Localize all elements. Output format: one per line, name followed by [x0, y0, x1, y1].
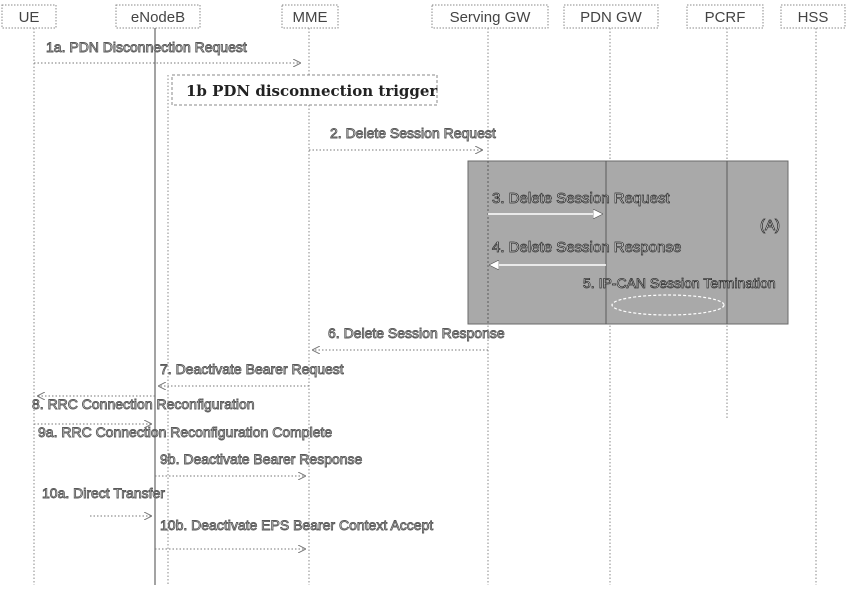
node-serving-gw-label: Serving GW: [450, 9, 532, 26]
msg-4-label: 4. Delete Session Response: [492, 239, 681, 256]
node-enodeb: eNodeB: [115, 4, 201, 29]
trigger-1b-label: 1b PDN disconnection trigger: [186, 82, 438, 100]
node-mme: MME: [281, 4, 339, 29]
msg-5-session-ellipse: [611, 294, 725, 316]
msg-5-label: 5. IP-CAN Session Termination: [583, 275, 776, 291]
msg-1a-label: 1a. PDN Disconnection Request: [46, 39, 247, 55]
node-enodeb-label: eNodeB: [131, 9, 185, 26]
node-pcrf-label: PCRF: [705, 9, 746, 26]
node-serving-gw: Serving GW: [431, 4, 549, 29]
procedure-box-a-label: (A): [760, 217, 780, 234]
node-pdn-gw-label: PDN GW: [580, 9, 643, 26]
node-ue: UE: [1, 4, 57, 29]
msg-9a-label: 9a. RRC Connection Reconfiguration Compl…: [38, 424, 332, 440]
node-pcrf: PCRF: [686, 4, 764, 29]
node-hss: HSS: [780, 4, 846, 29]
node-pdn-gw: PDN GW: [563, 4, 659, 29]
procedure-box-a: (A) 3. Delete Session Request 4. Delete …: [467, 160, 789, 325]
msg-10b-label: 10b. Deactivate EPS Bearer Context Accep…: [160, 517, 433, 533]
node-ue-label: UE: [19, 9, 40, 26]
msg-2-label: 2. Delete Session Request: [330, 125, 496, 141]
node-mme-label: MME: [293, 9, 328, 26]
msg-10a-label: 10a. Direct Transfer: [42, 485, 165, 501]
msg-6-label: 6. Delete Session Response: [328, 325, 505, 341]
trigger-1b-box: 1b PDN disconnection trigger: [171, 74, 438, 106]
msg-9b-label: 9b. Deactivate Bearer Response: [160, 451, 363, 467]
node-hss-label: HSS: [798, 9, 829, 26]
msg-7-label: 7. Deactivate Bearer Request: [160, 361, 344, 377]
msg-3-label: 3. Delete Session Request: [492, 190, 670, 207]
msg-8-label: 8. RRC Connection Reconfiguration: [32, 396, 255, 412]
